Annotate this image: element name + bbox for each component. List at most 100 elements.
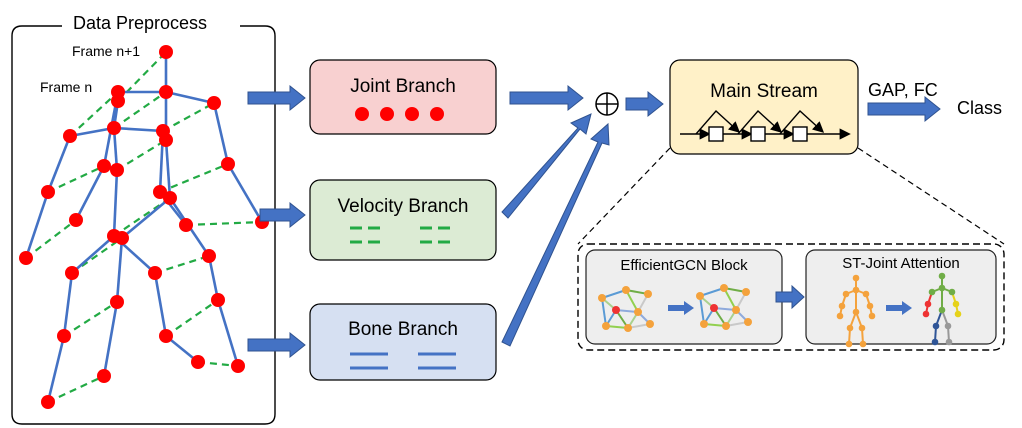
arrow-joint-to-fusion	[509, 84, 584, 112]
bone-branch-box	[309, 303, 497, 381]
skeleton-joint	[952, 300, 960, 308]
skeleton-joint	[852, 308, 860, 316]
st-joint-attention-label: ST-Joint Attention	[842, 255, 960, 272]
graph-edge	[699, 295, 705, 325]
arrow-attention-inner	[886, 301, 912, 315]
graph-node	[696, 292, 704, 300]
arrow-bone-to-fusion	[501, 122, 610, 347]
arrow-fusion-to-main	[625, 90, 664, 118]
skeleton-joint	[97, 159, 111, 173]
arrow-to-class	[867, 95, 941, 123]
skeleton-joint	[159, 329, 173, 343]
arrow-to-velocity	[259, 201, 306, 229]
graph-edge	[625, 289, 639, 313]
velocity-branch-box	[309, 179, 497, 261]
skeleton-bone	[153, 272, 168, 337]
data-preprocess-panel: Data Preprocess Frame n+1 Frame n	[11, 13, 276, 425]
skeleton-joint	[945, 338, 953, 346]
frame-link-dash	[162, 102, 215, 132]
graph-node	[722, 322, 730, 330]
skeleton-joint	[153, 185, 167, 199]
efficientgcn-block-label: EfficientGCN Block	[620, 257, 748, 274]
skeleton-joints	[19, 45, 269, 409]
skeleton-joint	[858, 324, 866, 332]
skeleton-joint	[944, 322, 952, 330]
skeleton-joint	[221, 157, 235, 171]
graph-edge	[601, 297, 607, 327]
skeleton-joint	[842, 290, 850, 298]
skeleton-bone	[165, 90, 215, 105]
skeleton-bone	[74, 165, 106, 221]
graph-node	[602, 322, 610, 330]
skeleton-joint	[97, 369, 111, 383]
skeleton-joint	[107, 121, 121, 135]
skeleton-joint	[110, 295, 124, 309]
bone-lines-icon	[350, 352, 456, 370]
skeleton-joint	[65, 266, 79, 280]
graph-node	[744, 318, 752, 326]
fusion-arrows	[501, 84, 610, 347]
graph-node	[646, 320, 654, 328]
frame-link-dash	[47, 375, 105, 403]
frame-label: Frame n	[40, 79, 92, 95]
frame-link-dash	[116, 139, 167, 171]
skeleton-bone	[102, 301, 119, 377]
frame-link-dash	[25, 219, 77, 259]
arrow-gcn-to-attention	[775, 284, 805, 310]
skeleton-bone	[226, 163, 264, 223]
skeleton-joint	[922, 310, 930, 318]
skeleton-joint	[159, 85, 173, 99]
graph-node	[710, 304, 718, 312]
frame-next-label: Frame n+1	[72, 43, 140, 59]
frame-link-dash	[185, 220, 263, 227]
skeleton-bone	[212, 102, 230, 165]
skeleton-joint	[202, 249, 216, 263]
skeleton-joint	[207, 96, 221, 110]
frame-link-dash	[159, 162, 229, 194]
main-stream: Main Stream	[669, 59, 859, 155]
graph-node	[720, 284, 728, 292]
skeleton-joint	[836, 312, 844, 320]
zoom-line-left	[577, 147, 671, 245]
skeleton-joint	[846, 324, 854, 332]
skeleton-bone	[164, 139, 172, 199]
frame-link-dash	[63, 301, 118, 337]
skeleton-joint	[852, 286, 860, 294]
graph-node	[622, 286, 630, 294]
skeleton-joint	[41, 395, 55, 409]
gap-fc-label: GAP, FC	[868, 80, 938, 100]
frame-link-dash	[71, 237, 123, 274]
skeleton-joint	[19, 251, 33, 265]
residual-blocks-icon	[680, 110, 851, 142]
joint-branch: Joint Branch	[309, 59, 497, 135]
graph-node	[612, 306, 620, 314]
velocity-branch: Velocity Branch	[309, 179, 497, 261]
skeleton-joint	[110, 163, 124, 177]
skeleton-joint	[928, 288, 936, 296]
skeleton-joint	[111, 94, 125, 108]
skeleton-joint	[948, 288, 956, 296]
frame-link-dash	[117, 51, 167, 102]
skeleton-joint	[179, 218, 193, 232]
skeleton-bone	[112, 127, 119, 171]
velocity-branch-label: Velocity Branch	[338, 196, 469, 217]
joint-dot	[405, 107, 419, 121]
skeleton-bone	[113, 126, 164, 133]
skeleton-bone	[207, 255, 220, 301]
joint-dot	[430, 107, 444, 121]
skeleton-joint	[931, 338, 939, 346]
joint-dot	[355, 107, 369, 121]
joint-branch-box	[309, 59, 497, 135]
graph-node	[742, 288, 750, 296]
bone-branch-label: Bone Branch	[348, 319, 458, 340]
skeleton-bone	[24, 191, 50, 259]
frame-link-dash	[165, 299, 219, 337]
graph-node	[700, 320, 708, 328]
fusion-sum-icon	[595, 92, 619, 116]
graph-icon	[598, 286, 654, 332]
velocity-dashes-icon	[350, 226, 450, 244]
skeleton-bone	[62, 272, 74, 337]
attention-skeleton-icon	[922, 272, 962, 346]
skeleton-joint	[148, 266, 162, 280]
